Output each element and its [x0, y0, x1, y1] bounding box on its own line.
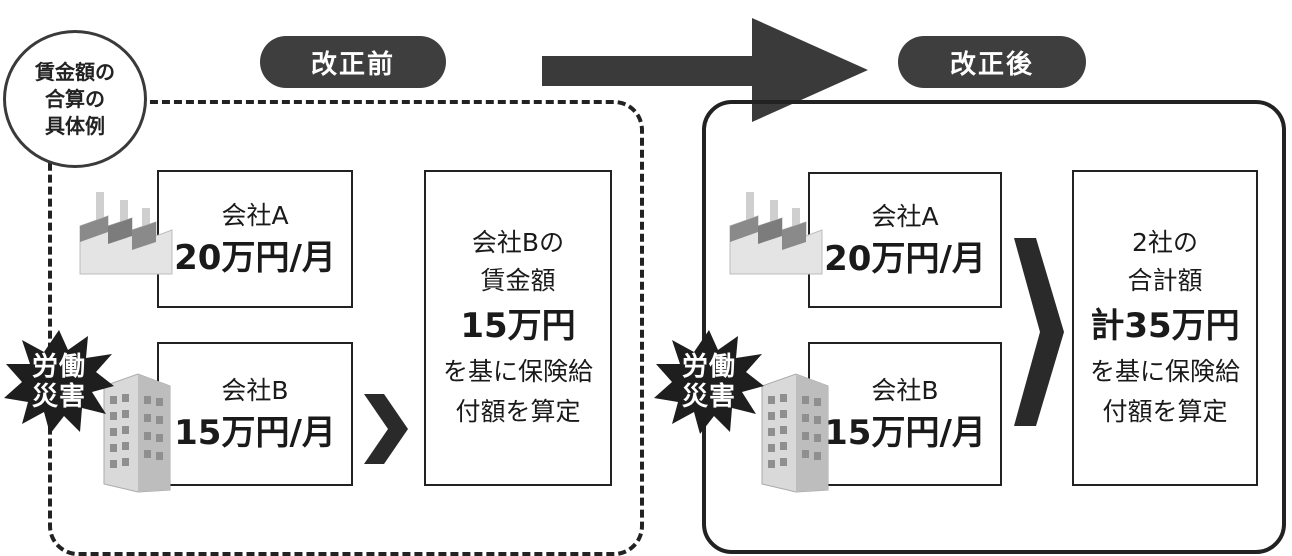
accident-line-2: 災害 — [31, 382, 86, 412]
after-result-box: 2社の 合計額 計35万円 を基に保険給 付額を算定 — [1072, 170, 1258, 486]
accident-line-2: 災害 — [681, 382, 736, 412]
before-result-box: 会社Bの 賃金額 15万円 を基に保険給 付額を算定 — [424, 170, 612, 486]
badge-line-1: 賃金額の — [35, 59, 115, 84]
after-company-a-name: 会社A — [871, 202, 939, 231]
before-result-line4: 付額を算定 — [455, 397, 581, 426]
chevron-right-icon — [364, 394, 408, 464]
after-result-line1: 2社の — [1132, 228, 1198, 257]
before-company-b-name: 会社B — [221, 376, 289, 405]
before-company-a-wage: 20万円/月 — [174, 238, 336, 278]
after-company-a-wage: 20万円/月 — [824, 239, 986, 279]
before-company-b-wage: 15万円/月 — [174, 413, 336, 453]
after-company-b-wage: 15万円/月 — [824, 413, 986, 453]
accident-label: 労働 災害 — [2, 328, 116, 436]
accident-burst-icon — [4, 330, 114, 434]
before-company-a-box: 会社A 20万円/月 — [157, 170, 353, 308]
accident-line-1: 労働 — [681, 352, 736, 382]
before-title: 改正前 — [260, 36, 446, 88]
before-result-line1: 会社Bの — [471, 228, 565, 257]
accident-burst-icon — [654, 330, 764, 434]
badge-line-2: 合算の — [45, 86, 105, 111]
after-result-line4: 付額を算定 — [1102, 397, 1228, 426]
after-result-line3: を基に保険給 — [1089, 357, 1240, 386]
factory-icon — [79, 192, 173, 275]
before-frame — [48, 100, 644, 556]
before-company-a-name: 会社A — [221, 201, 289, 230]
merge-chevron-icon — [1014, 238, 1064, 426]
after-result-amount: 計35万円 — [1090, 306, 1240, 346]
factory-icon — [729, 192, 823, 275]
after-company-b-box: 会社B 15万円/月 — [808, 342, 1002, 486]
building-icon — [761, 373, 829, 493]
transition-arrow-icon — [542, 18, 868, 122]
after-title: 改正後 — [898, 36, 1086, 88]
after-company-a-box: 会社A 20万円/月 — [808, 172, 1002, 308]
after-frame — [702, 100, 1286, 554]
before-result-amount: 15万円 — [460, 306, 576, 346]
example-badge: 賃金額の 合算の 具体例 — [3, 30, 147, 168]
building-icon — [103, 373, 171, 493]
after-result-line2: 合計額 — [1127, 266, 1203, 295]
accident-label: 労働 災害 — [652, 328, 766, 436]
after-company-b-name: 会社B — [871, 376, 939, 405]
badge-line-3: 具体例 — [45, 113, 105, 138]
before-company-b-box: 会社B 15万円/月 — [157, 342, 353, 486]
before-result-line3: を基に保険給 — [442, 357, 593, 386]
before-result-line2: 賃金額 — [480, 266, 556, 295]
accident-line-1: 労働 — [31, 352, 86, 382]
